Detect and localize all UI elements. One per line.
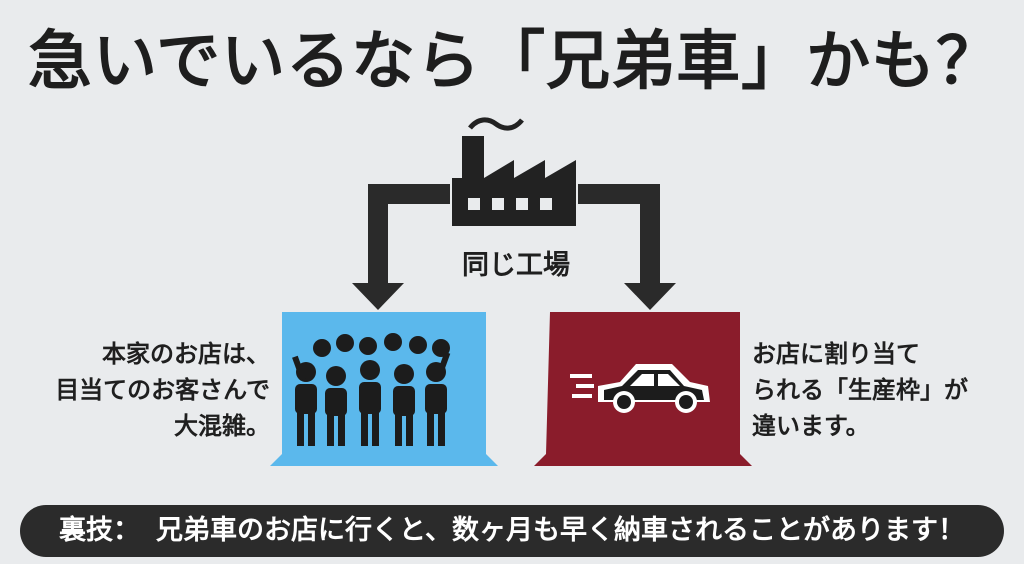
arrow-left-icon bbox=[352, 184, 450, 310]
right-panel bbox=[534, 312, 752, 466]
left-description-line: 目当てのお客さんで bbox=[55, 376, 270, 404]
right-description: お店に割り当て られる「生産枠」が 違います。 bbox=[752, 336, 1012, 444]
left-panel bbox=[270, 312, 498, 466]
left-description: 本家のお店は、 目当てのお客さんで 大混雑。 bbox=[30, 336, 270, 444]
left-description-line: 大混雑。 bbox=[174, 412, 270, 440]
car-icon bbox=[570, 364, 710, 413]
right-description-line: お店に割り当て bbox=[752, 340, 920, 368]
left-description-line: 本家のお店は、 bbox=[102, 340, 270, 368]
tip-lead: 裏技： bbox=[59, 515, 141, 546]
right-description-line: られる「生産枠」が bbox=[752, 376, 968, 404]
right-description-line: 違います。 bbox=[752, 412, 870, 440]
arrow-right-icon bbox=[578, 184, 676, 310]
crowd-icon bbox=[292, 333, 451, 446]
factory-icon bbox=[452, 117, 576, 226]
page-title: 急いでいるなら「兄弟車」かも？ bbox=[28, 25, 1002, 99]
tip-text: 兄弟車のお店に行くと、数ヶ月も早く納車されることがあります！ bbox=[156, 515, 965, 546]
factory-label: 同じ工場 bbox=[462, 250, 570, 281]
tip-banner: 裏技： 兄弟車のお店に行くと、数ヶ月も早く納車されることがあります！ bbox=[20, 505, 1004, 557]
